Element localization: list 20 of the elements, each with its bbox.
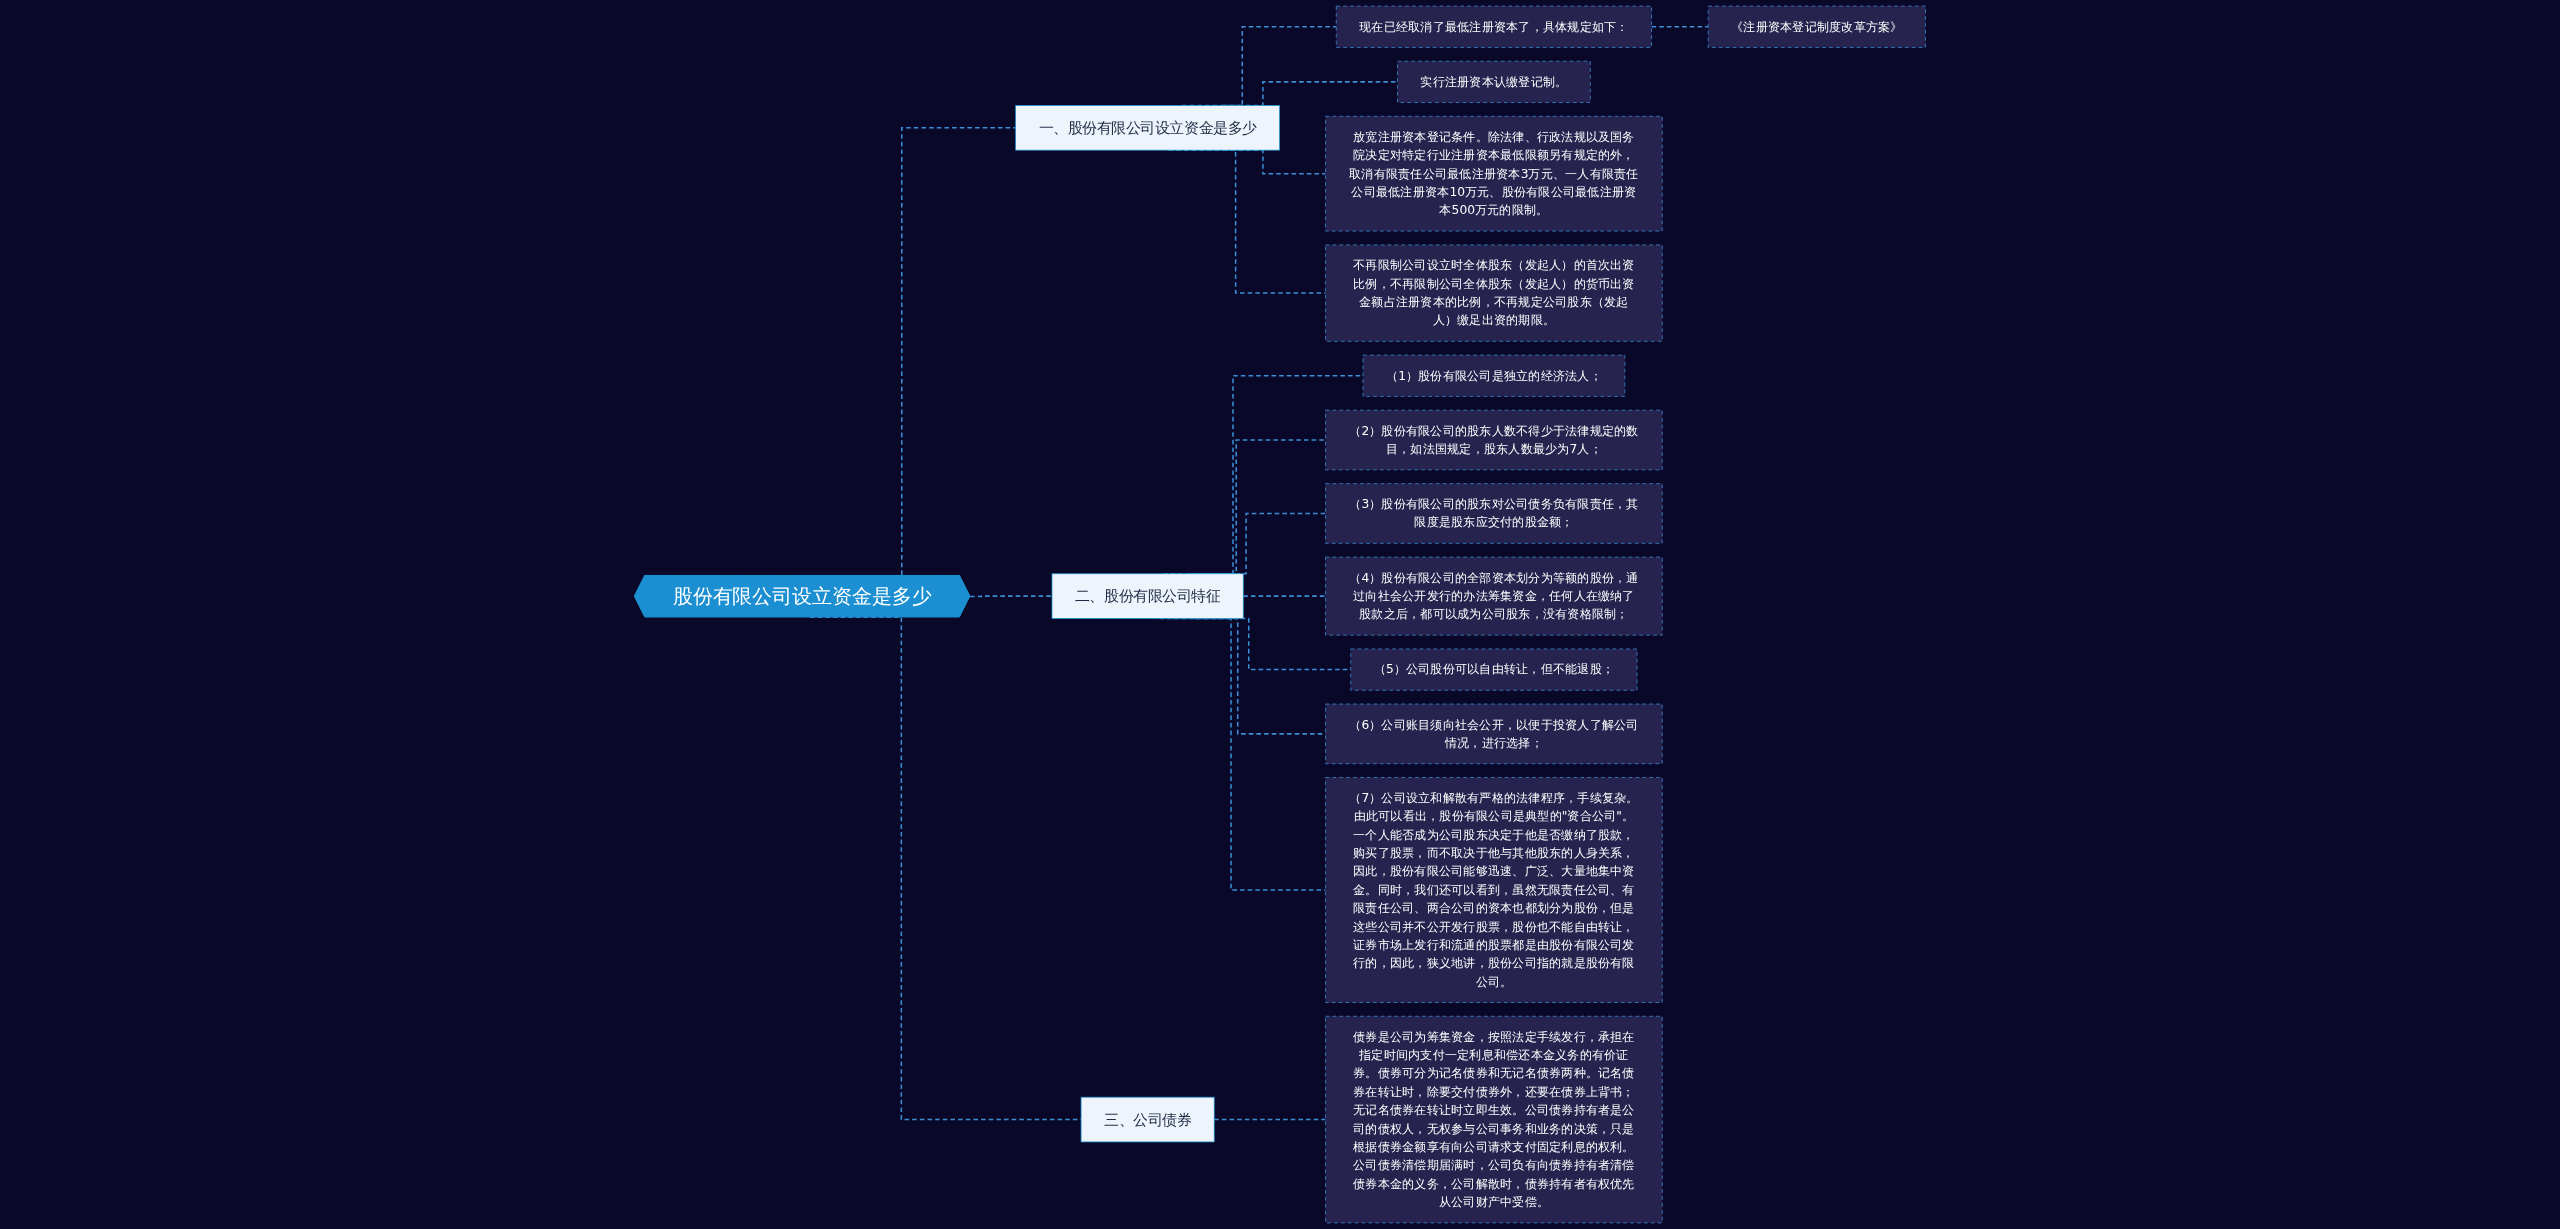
connector <box>969 595 1053 598</box>
node-box: （7）公司设立和解散有严格的法律程序，手续复杂。由此可以看出，股份有限公司是典型的"资合公司"。一个人能否成为公司股东决定于他是否缴纳了股款，购买了股票，而不取决于他与其他股东的人身关系，因此，股份有限公司能够迅速、广泛、大量地集中资金。同时，我们还可以看到，虽然无限责任公司、有限责任公司、两合公司的资本也都划分为股份，但是这些公司并不公开发行股票，股份也不能自由转让，证券市场上发行和流通的股票都是由股份有限公司发行的，因此，狭义地讲，股份公司指的就是股份有限公司。 <box>1325 777 1663 1003</box>
node-box: （5）公司股份可以自由转让，但不能退股； <box>1350 648 1638 691</box>
node-box: （2）股份有限公司的股东人数不得少于法律规定的数目，如法国规定，股东人数最少为7人； <box>1325 409 1663 471</box>
node-box: 二、股份有限公司特征 <box>1051 573 1244 619</box>
node-box: （6）公司账目须向社会公开，以便于投资人了解公司情况，进行选择； <box>1325 703 1663 765</box>
connector <box>1650 26 1709 28</box>
node-box: 不再限制公司设立时全体股东（发起人）的首次出资比例，不再限制公司全体股东（发起人）的货币出资金额占注册资本的比例，不再规定公司股东（发起人）缴足出资的期限。 <box>1325 244 1663 342</box>
node-box: 实行注册资本认缴登记制。 <box>1397 60 1591 103</box>
node-box: 债券是公司为筹集资金，按照法定手续发行，承担在指定时间内支付一定利息和偿还本金义务的有价证券。债券可分为记名债券和无记名债券两种。记名债券在转让时，除要交付债券外，还要在债券上背书；无记名债券在转让时立即生效。公司债券持有者是公司的债权人，无权参与公司事务和业务的决策，只是根据债券金额享有向公司请求支付固定利息的权利。公司债券清偿期届满时，公司负有向债券持有者清偿债券本金的义务，公司解散时，债券持有者有权优先从公司财产中受偿。 <box>1325 1015 1663 1224</box>
connector <box>1213 1118 1327 1121</box>
node-box: 现在已经取消了最低注册资本了，具体规定如下： <box>1335 5 1652 48</box>
node-box: （1）股份有限公司是独立的经济法人； <box>1362 354 1626 397</box>
node-box: 《注册资本登记制度改革方案》 <box>1707 5 1926 48</box>
node-box: （4）股份有限公司的全部资本划分为等额的股份，通过向社会公开发行的办法筹集资金，任何人在缴纳了股款之后，都可以成为公司股东，没有资格限制； <box>1325 556 1663 636</box>
node-box: 放宽注册资本登记条件。除法律、行政法规以及国务院决定对特定行业注册资本最低限额另有规定的外，取消有限责任公司最低注册资本3万元、一人有限责任公司最低注册资本10万元、股份有限公司最低注册资本500万元的限制。 <box>1325 115 1663 232</box>
node-box: 一、股份有限公司设立资金是多少 <box>1015 105 1281 151</box>
node-box: （3）股份有限公司的股东对公司债务负有限责任，其限度是股东应交付的股金额； <box>1325 483 1663 544</box>
connector <box>1242 595 1327 597</box>
node-box: 三、公司债券 <box>1080 1096 1215 1143</box>
